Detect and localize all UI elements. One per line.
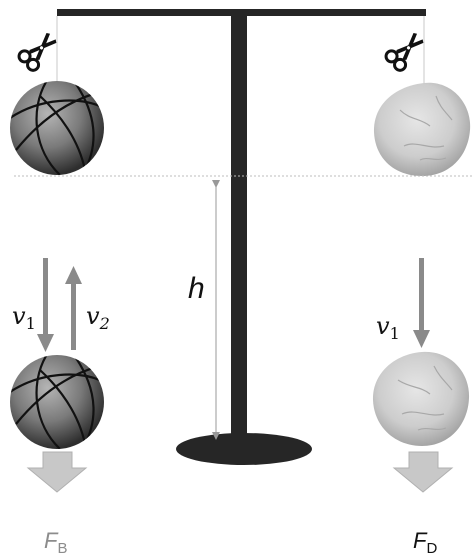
force-label-right: FD [413,528,437,557]
v2-left-label: v2 [86,302,110,333]
basketball-top [10,81,104,175]
scissors-right-icon [384,33,424,72]
velocity-down-arrow-left [37,258,54,352]
height-label: h [188,272,205,305]
clay-ball-bottom [372,351,470,446]
clay-ball-top [373,82,471,176]
v1-right-label: v1 [376,312,400,343]
basketball-bottom [10,355,104,449]
velocity-up-arrow-left [65,266,82,350]
stand-base [176,433,312,465]
stand-pole [231,16,247,438]
force-arrow-left [26,451,88,493]
force-label-left: FB [44,528,67,557]
stand [57,9,426,465]
v1-left-label: v1 [12,302,36,333]
force-arrow-right [392,451,454,493]
velocity-down-arrow-right [413,258,430,348]
scissors-left-icon [17,33,57,72]
stand-top-bar [57,9,426,16]
